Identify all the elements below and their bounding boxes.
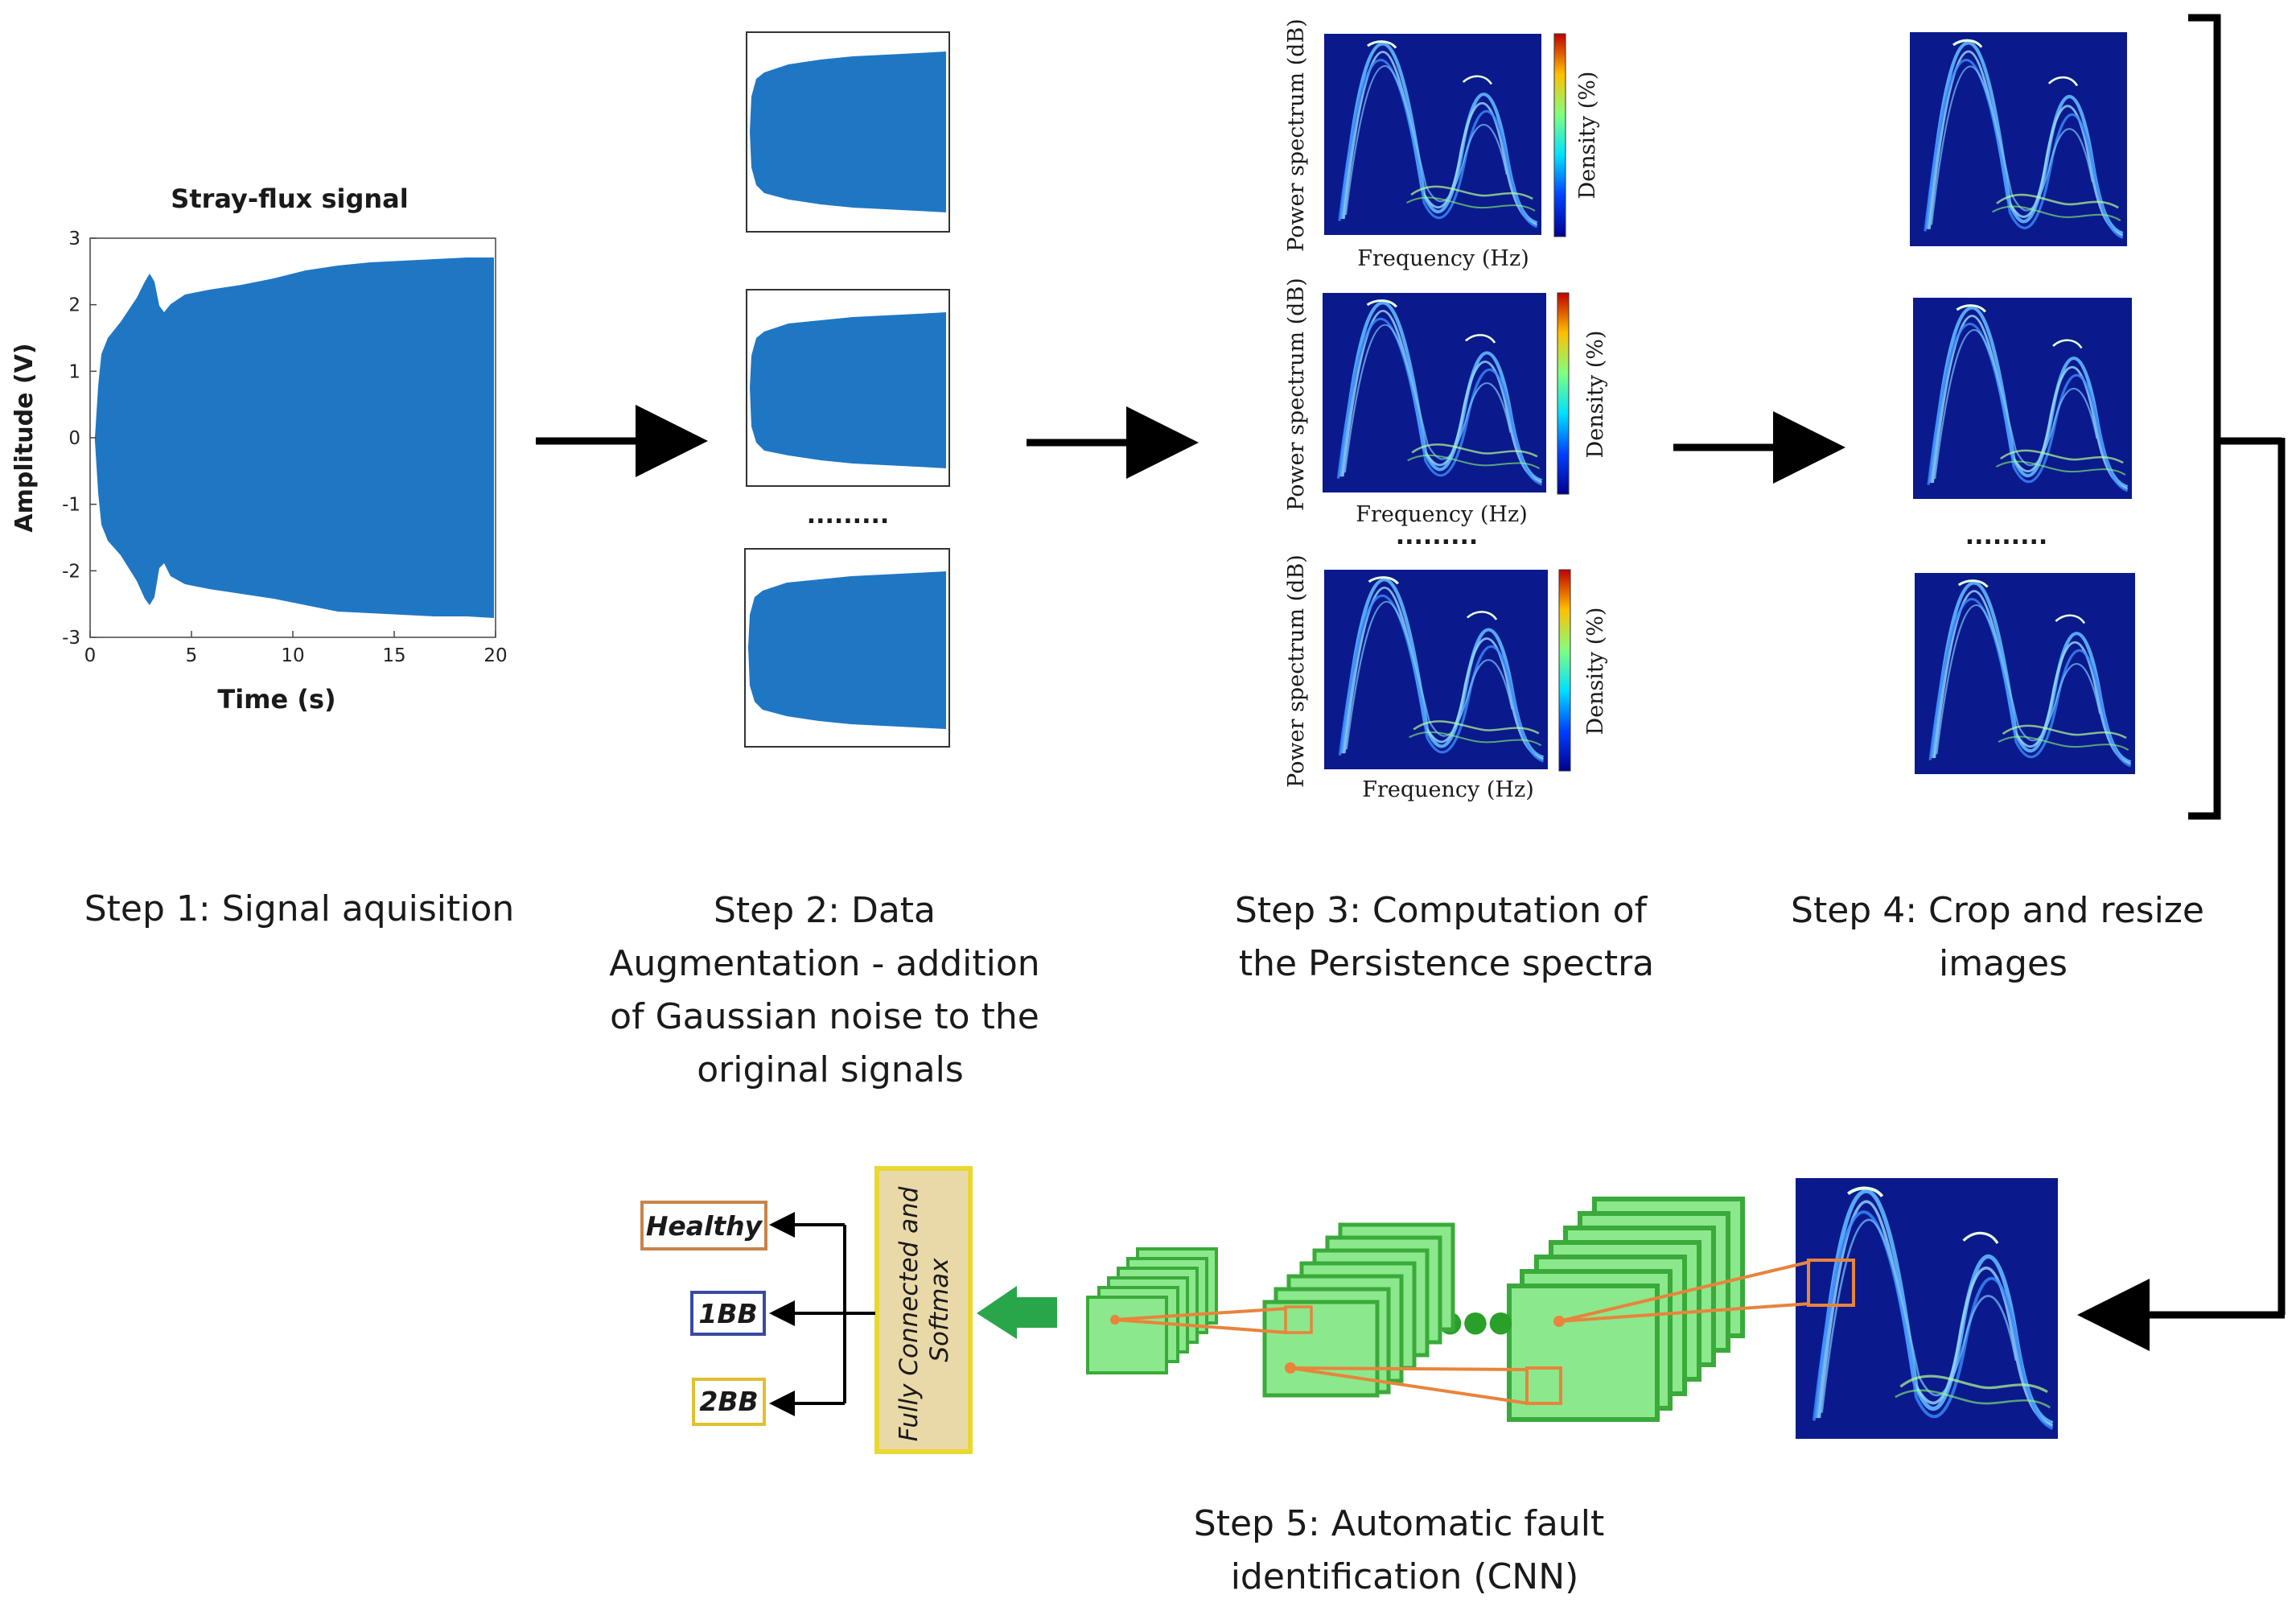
- signal-y-tick-label: 3: [68, 229, 80, 249]
- spectrum-1: Power spectrum (dB) Density (%) Frequenc…: [1284, 19, 1600, 271]
- caption-step4: Step 4: Crop and resize images: [1791, 890, 2216, 984]
- output-class-2bb: 2BB: [692, 1378, 766, 1426]
- signal-x-ticks: 0 5 10 15 20: [84, 631, 508, 666]
- spectrum-3-colorbar-label: Density (%): [1583, 608, 1608, 736]
- cropped-image-2: [1913, 298, 2132, 499]
- cnn-layer-stack-1: [1086, 1247, 1218, 1374]
- fc-label: Fully Connected and Softmax: [895, 1179, 954, 1442]
- green-arrow: [977, 1286, 1057, 1339]
- signal-x-tick-label: 5: [186, 645, 198, 666]
- cropped-images: .........: [1910, 32, 2135, 774]
- fully-connected-softmax-box: Fully Connected and Softmax: [874, 1166, 973, 1454]
- output-label-2bb: 2BB: [699, 1386, 758, 1417]
- signal-y-label: Amplitude (V): [10, 343, 39, 532]
- output-label-healthy: Healthy: [646, 1210, 763, 1242]
- caption-step1: Step 1: Signal aquisition: [84, 888, 515, 929]
- signal-plot-title: Stray-flux signal: [171, 183, 408, 214]
- spectrum-2-colorbar: [1557, 292, 1570, 495]
- cropped-image-1: [1910, 32, 2127, 246]
- augmented-signals: .........: [744, 31, 950, 748]
- layer1-receptive-field: [1284, 1305, 1313, 1334]
- cnn-connectors: [1114, 1260, 1811, 1405]
- signal-x-tick-label: 15: [382, 645, 405, 666]
- spectrum-3: Power spectrum (dB) Density (%) Frequenc…: [1284, 554, 1608, 802]
- output-tree: [769, 1212, 875, 1416]
- signal-x-tick-label: 20: [483, 645, 507, 666]
- spectrum-3-colorbar: [1558, 569, 1571, 772]
- signal-y-tick-label: -3: [62, 628, 80, 649]
- signal-waveform: [95, 258, 494, 618]
- spectrum-1-colorbar-label: Density (%): [1575, 72, 1600, 200]
- bracket-connector: [2077, 14, 2286, 1351]
- signal-x-tick-label: 10: [281, 645, 304, 666]
- augmented-signal-3: [744, 548, 950, 748]
- cnn-layer-stack-3: [1507, 1197, 1745, 1422]
- spectrum-2-colorbar-label: Density (%): [1583, 331, 1608, 459]
- signal-y-tick-label: 1: [68, 361, 80, 382]
- persistence-spectra: Power spectrum (dB) Density (%) Frequenc…: [1284, 19, 1608, 802]
- output-label-1bb: 1BB: [698, 1298, 757, 1329]
- spectrum-3-y-label: Power spectrum (dB): [1284, 554, 1309, 788]
- input-receptive-field: [1807, 1259, 1855, 1307]
- output-class-1bb: 1BB: [690, 1291, 766, 1336]
- signal-y-tick-label: 2: [68, 295, 80, 316]
- spectrum-2-x-label: Frequency (Hz): [1356, 502, 1527, 527]
- layer2-receptive-field: [1525, 1366, 1562, 1405]
- caption-step5: Step 5: Automatic fault identification (…: [1194, 1503, 1615, 1597]
- spectrum-3-x-label: Frequency (Hz): [1362, 777, 1533, 802]
- cropped-ellipsis: .........: [1965, 522, 2048, 550]
- augmented-ellipsis: .........: [807, 501, 890, 529]
- step-captions: Step 1: Signal aquisition Step 2: Data A…: [84, 888, 2216, 1597]
- caption-step2: Step 2: Data Augmentation - addition of …: [609, 890, 1051, 1090]
- cnn-diagram: ●●●: [640, 1166, 2058, 1454]
- spectra-ellipsis: .........: [1396, 522, 1479, 550]
- signal-x-label: Time (s): [217, 684, 335, 715]
- spectrum-1-y-label: Power spectrum (dB): [1284, 19, 1309, 252]
- cropped-image-3: [1915, 573, 2135, 774]
- signal-x-tick-label: 0: [84, 645, 97, 666]
- augmented-signal-1: [746, 31, 950, 233]
- signal-y-tick-label: -2: [62, 561, 80, 582]
- caption-step3: Step 3: Computation of the Persistence s…: [1235, 890, 1658, 984]
- signal-y-ticks: 3 2 1 0 -1 -2 -3: [62, 229, 97, 649]
- spectrum-2: Power spectrum (dB) Density (%) Frequenc…: [1284, 278, 1608, 527]
- cnn-connector-dots: [1110, 1315, 1565, 1374]
- signal-y-tick-label: -1: [62, 495, 80, 516]
- spectrum-1-colorbar: [1553, 33, 1566, 237]
- signal-y-tick-label: 0: [68, 428, 80, 449]
- output-class-healthy: Healthy: [640, 1201, 767, 1251]
- augmented-signal-2: [746, 289, 950, 487]
- cnn-input-image: [1796, 1178, 2058, 1439]
- spectrum-2-y-label: Power spectrum (dB): [1284, 278, 1309, 511]
- spectrum-1-x-label: Frequency (Hz): [1357, 246, 1529, 271]
